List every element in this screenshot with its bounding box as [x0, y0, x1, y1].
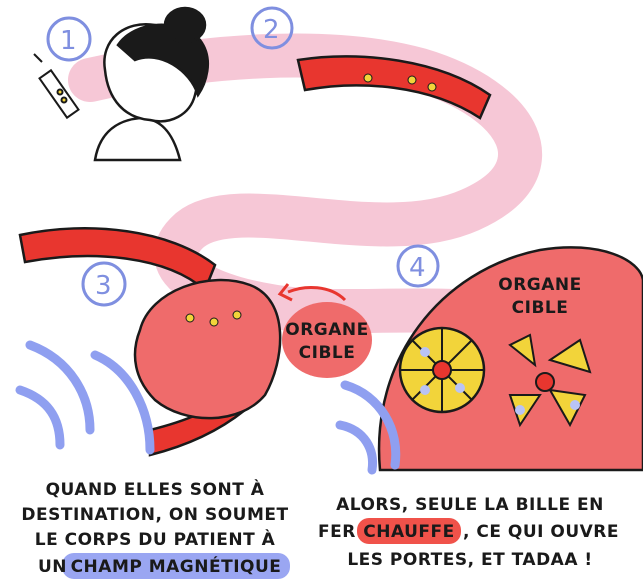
blood-vessel-top	[296, 55, 492, 120]
svg-text:DESTINATION, ON SOUMET: DESTINATION, ON SOUMET	[21, 505, 288, 525]
highlight-blue	[62, 553, 290, 579]
nanoparticle-closed	[398, 326, 486, 414]
svg-text:LES PORTES, ET TADAA !: LES PORTES, ET TADAA !	[347, 550, 592, 570]
svg-text:FER: FER	[318, 522, 356, 542]
patient-woman	[93, 6, 209, 162]
magnetic-wave-right	[335, 380, 401, 475]
svg-text:1: 1	[60, 26, 77, 56]
organe-cible-label-right-2: CIBLE	[512, 298, 569, 318]
step-3-badge: 3	[81, 261, 127, 307]
caption-left: QUAND ELLES SONT À DESTINATION, ON SOUME…	[21, 478, 290, 579]
blood-vessel-bottom	[18, 227, 217, 293]
svg-text:CIBLE: CIBLE	[299, 343, 356, 363]
arrow-icon	[287, 286, 347, 302]
magnetic-wave-left	[15, 340, 155, 455]
step-2-badge: 2	[250, 6, 294, 50]
svg-text:ALORS, SEULE LA BILLE EN: ALORS, SEULE LA BILLE EN	[336, 495, 604, 515]
svg-text:ORGANE: ORGANE	[285, 320, 369, 340]
svg-text:3: 3	[95, 271, 112, 301]
organe-cible-label-right: ORGANE	[498, 275, 582, 295]
syringe-icon	[33, 53, 80, 120]
caption-right: ALORS, SEULE LA BILLE EN FER CHAUFFE , C…	[318, 495, 619, 570]
svg-text:UN: UN	[38, 557, 67, 577]
organe-cible-bubble-left: ORGANE CIBLE	[282, 302, 372, 378]
step-4-badge: 4	[396, 244, 440, 288]
svg-text:CHAMP MAGNÉTIQUE: CHAMP MAGNÉTIQUE	[71, 555, 282, 577]
organ-step-4	[377, 246, 643, 472]
svg-text:4: 4	[409, 253, 426, 283]
svg-text:CHAUFFE: CHAUFFE	[363, 522, 454, 542]
svg-text:QUAND ELLES SONT À: QUAND ELLES SONT À	[46, 478, 265, 500]
step-1-badge: 1	[46, 16, 92, 62]
svg-text:, CE QUI OUVRE: , CE QUI OUVRE	[463, 522, 619, 542]
svg-text:LE CORPS DU PATIENT À: LE CORPS DU PATIENT À	[35, 528, 276, 550]
organ-step-3	[133, 278, 282, 420]
highlight-red	[357, 518, 461, 544]
svg-text:2: 2	[263, 15, 280, 45]
nanoparticle-open	[508, 333, 592, 428]
